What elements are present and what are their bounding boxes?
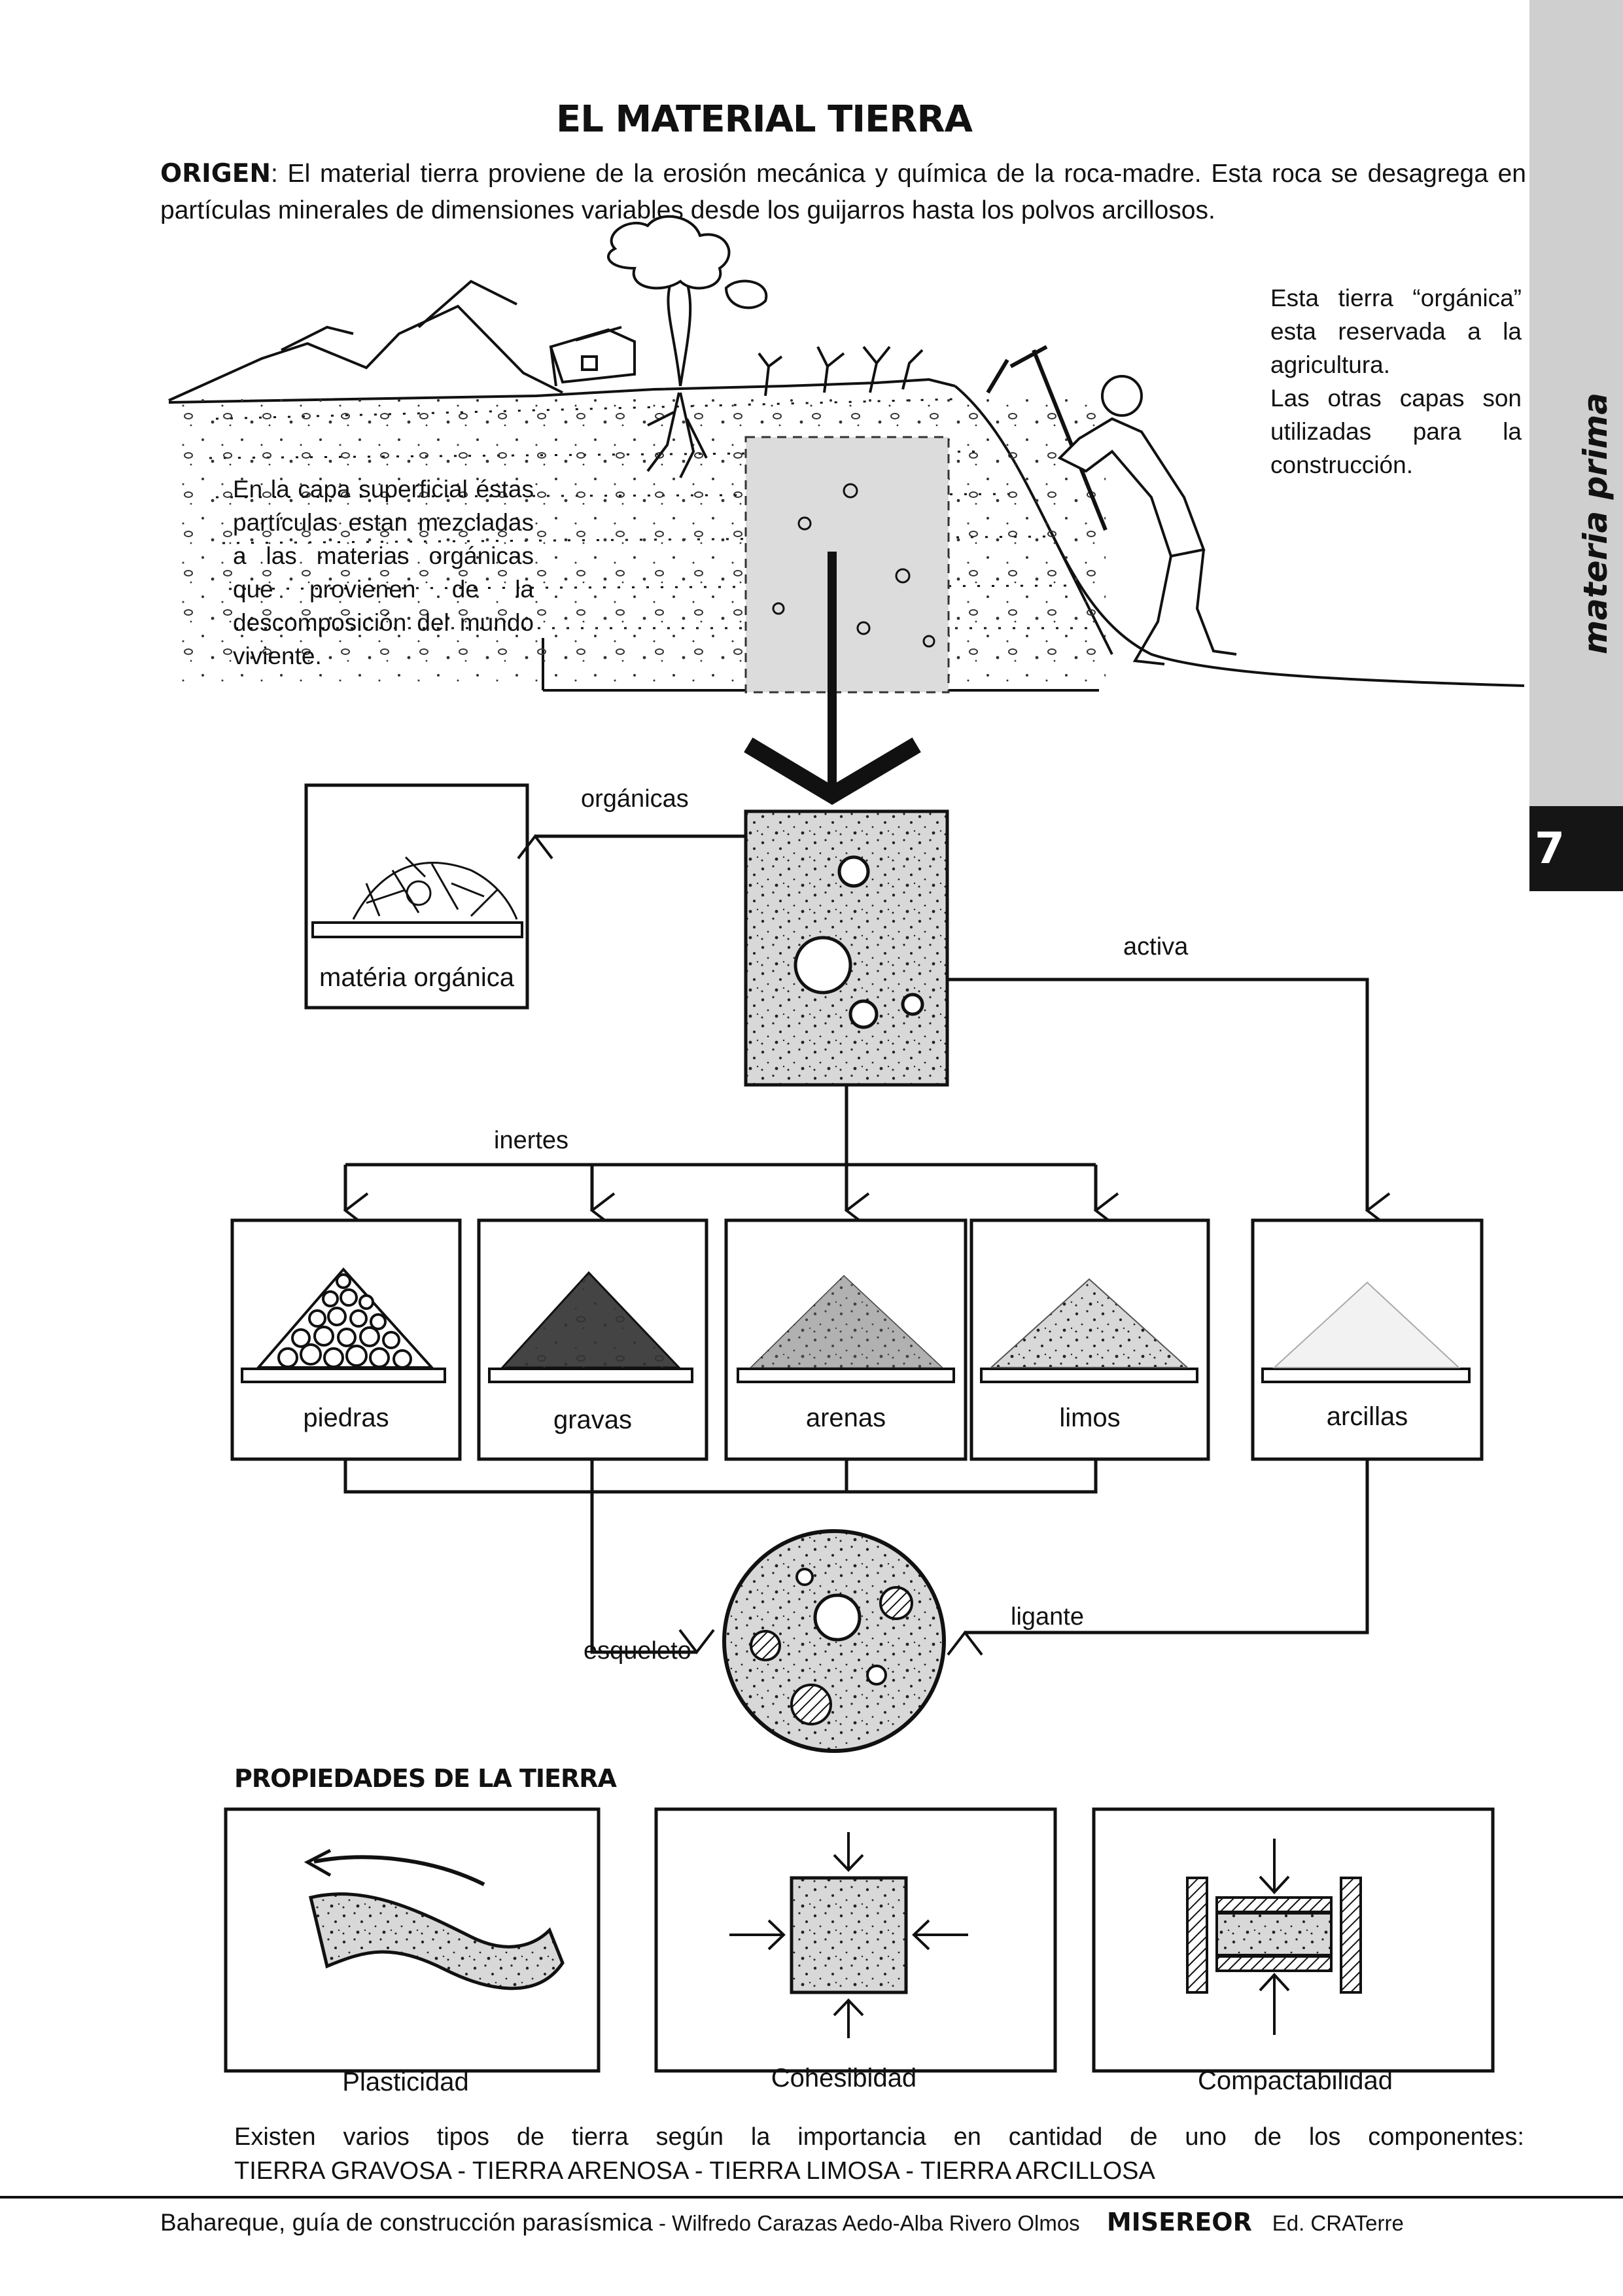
component-label-gravas: gravas bbox=[553, 1405, 633, 1434]
surface-layer-caption: En la capa superficial éstas partículas … bbox=[233, 476, 534, 669]
intro-label: ORIGEN bbox=[160, 159, 271, 188]
component-label-piedras: piedras bbox=[303, 1404, 389, 1432]
closing-line-2: TIERRA GRAVOSA - TIERRA ARENOSA - TIERRA… bbox=[234, 2157, 1155, 2185]
closing-line-1: Existen varios tipos de tierra según la … bbox=[234, 2123, 1524, 2151]
side-tab bbox=[1529, 0, 1623, 806]
active-arrow-label: activa bbox=[1123, 933, 1189, 961]
footer: Bahareque, guía de construcción parasísm… bbox=[160, 2208, 1404, 2236]
footer-edition: Ed. CRATerre bbox=[1272, 2211, 1404, 2235]
closing-paragraph: Existen varios tipos de tierra según la … bbox=[234, 2120, 1524, 2188]
component-label-arenas: arenas bbox=[805, 1404, 886, 1432]
intro-paragraph: ORIGEN: El material tierra proviene de l… bbox=[160, 156, 1526, 229]
component-label-arcillas: arcillas bbox=[1326, 1402, 1408, 1431]
intro-text: : El material tierra proviene de la eros… bbox=[160, 160, 1526, 224]
binder-label: ligante bbox=[1011, 1603, 1084, 1631]
property-label-cohesibidad: Cohesibidad bbox=[771, 2064, 917, 2093]
landscape-illustration bbox=[168, 215, 1525, 692]
earth-mixture-circle bbox=[722, 1529, 946, 1753]
extraction-arrow bbox=[744, 552, 921, 805]
footer-rule bbox=[0, 2196, 1623, 2199]
soil-sample-block bbox=[744, 436, 950, 694]
organic-arrow-label: orgánicas bbox=[581, 785, 689, 813]
organic-box-label: matéria orgánica bbox=[319, 963, 514, 992]
skeleton-label: esqueleto bbox=[584, 1637, 691, 1665]
component-label-limos: limos bbox=[1059, 1404, 1121, 1432]
inert-arrow-label: inertes bbox=[494, 1127, 569, 1154]
property-label-plasticidad: Plasticidad bbox=[342, 2068, 469, 2096]
footer-authors: - Wilfredo Carazas Aedo-Alba Rivero Olmo… bbox=[652, 2211, 1080, 2235]
page-number: 7 bbox=[1529, 806, 1623, 891]
footer-book: Bahareque, guía de construcción parasísm… bbox=[160, 2209, 653, 2236]
page-title: EL MATERIAL TIERRA bbox=[556, 98, 973, 141]
footer-publisher: MISEREOR bbox=[1106, 2208, 1252, 2236]
organic-soil-caption: Esta tierra “orgánica” esta reservada a … bbox=[1270, 285, 1522, 478]
properties-heading: PROPIEDADES DE LA TIERRA bbox=[234, 1764, 617, 1793]
property-label-compactabilidad: Compactabilidad bbox=[1198, 2066, 1393, 2095]
